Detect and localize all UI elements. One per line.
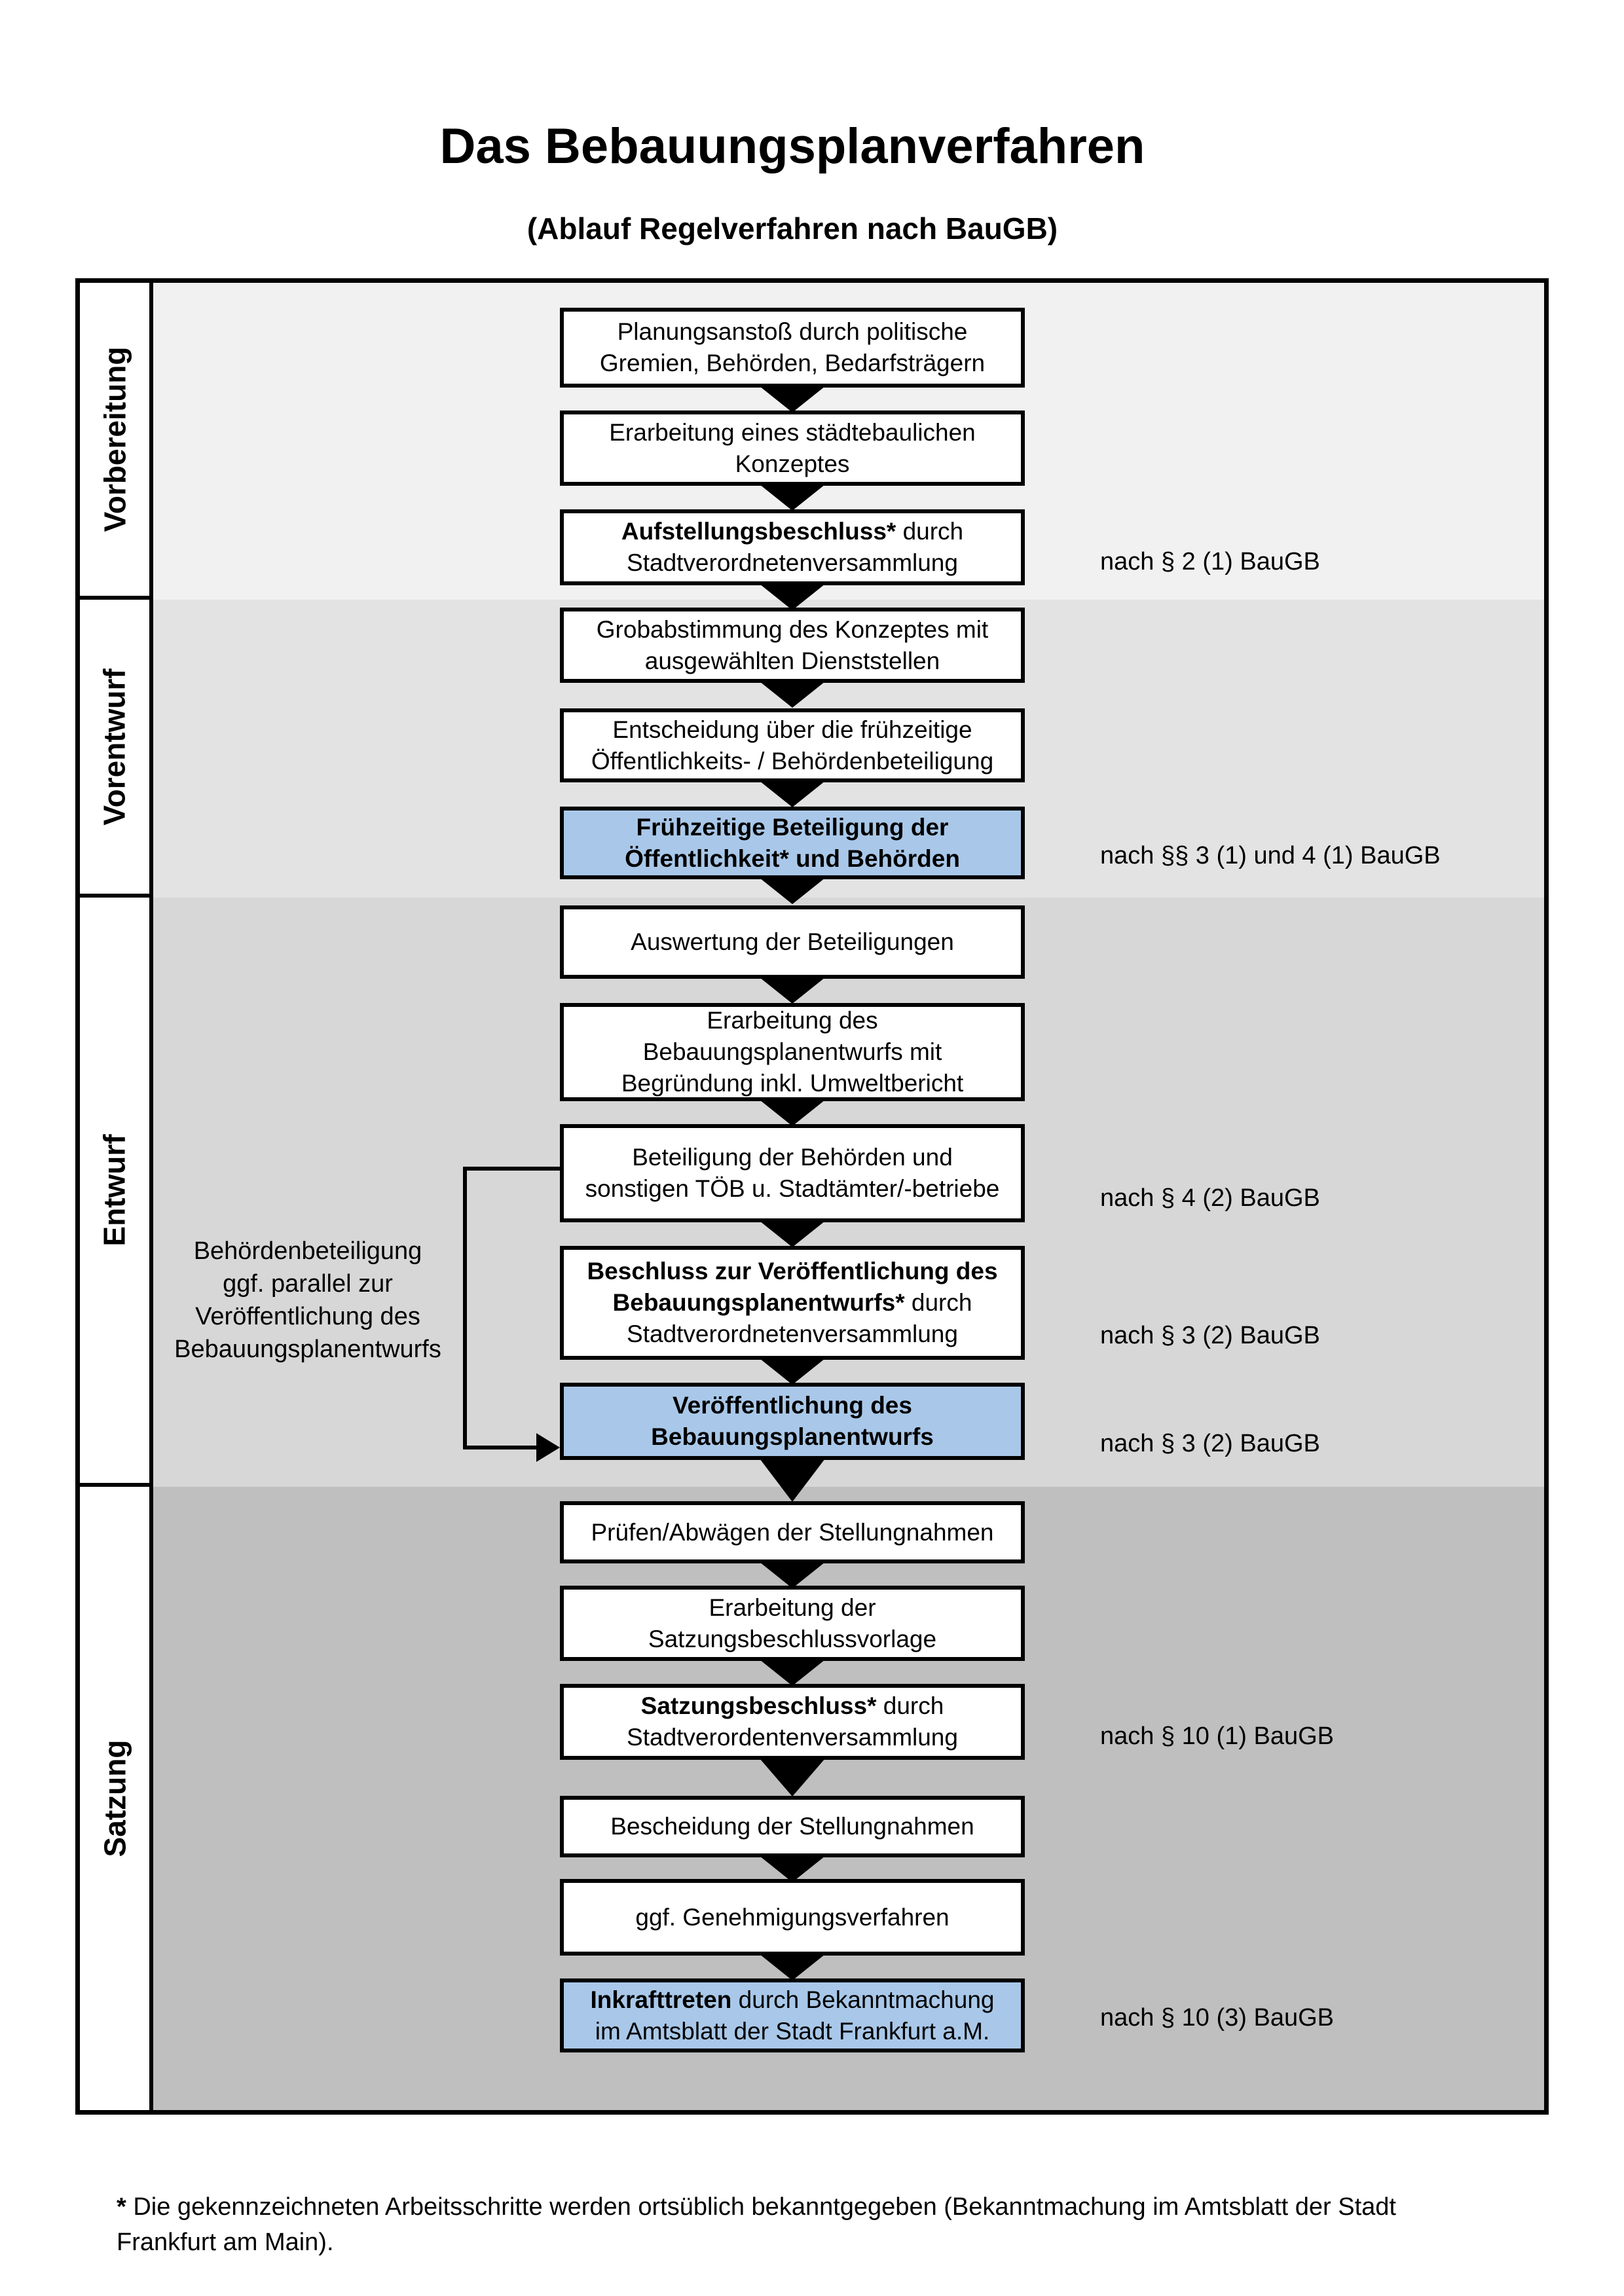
flow-box-genehmigungsverfahren: ggf. Genehmigungsverfahren [560, 1879, 1025, 1956]
arrow-down-icon [760, 1660, 825, 1686]
law-reference: nach § 10 (3) BauGB [1100, 2004, 1334, 2032]
flow-box-aufstellungsbeschluss: Aufstellungsbeschluss* durch Stadtverord… [560, 509, 1025, 585]
flow-box-entscheidung-beteiligung: Entscheidung über die frühzeitige Öffent… [560, 708, 1025, 782]
phase-label-satzung: Satzung [98, 1740, 132, 1857]
flow-box-text: Beteiligung der Behörden und sonstigen T… [585, 1144, 1000, 1202]
phase-label-entwurf: Entwurf [98, 1134, 132, 1247]
flow-box-bold-text: Frühzeitige Beteiligung der Öffentlichke… [625, 813, 960, 872]
arrow-down-icon [760, 1856, 825, 1882]
law-reference: nach §§ 3 (1) und 4 (1) BauGB [1100, 842, 1441, 869]
phase-label-cell-vorbereitung: Vorbereitung [80, 283, 153, 600]
arrow-down-icon [760, 878, 825, 904]
flow-box-veroeffentlichungs-beschluss: Beschluss zur Veröffentlichung des Bebau… [560, 1246, 1025, 1360]
flow-box-text: Prüfen/Abwägen der Stellungnahmen [591, 1518, 994, 1546]
connector-line [463, 1167, 467, 1449]
flow-box-text: Erarbeitung des Bebauungsplanentwurfs mi… [621, 1007, 964, 1097]
flow-box-bold-text: Veröffentlichung des Bebauungsplanentwur… [651, 1392, 934, 1450]
flow-box-bold-text: Aufstellungsbeschluss* [621, 518, 896, 545]
arrow-down-icon [760, 1100, 825, 1126]
arrow-down-icon [760, 1459, 825, 1502]
arrow-down-icon [760, 977, 825, 1004]
arrow-down-icon [760, 781, 825, 807]
arrow-down-icon [760, 1358, 825, 1385]
flow-box-entwurf-erarbeitung: Erarbeitung des Bebauungsplanentwurfs mi… [560, 1003, 1025, 1101]
arrow-down-icon [760, 1954, 825, 1980]
arrow-down-icon [760, 682, 825, 708]
flow-box-fruehzeitige-beteiligung: Frühzeitige Beteiligung der Öffentlichke… [560, 807, 1025, 879]
phase-label-vorbereitung: Vorbereitung [98, 346, 132, 532]
footnote-marker: * [117, 2193, 126, 2221]
phase-label-cell-satzung: Satzung [80, 1487, 153, 2110]
arrow-down-icon [760, 484, 825, 511]
flow-box-bold-text: Satzungsbeschluss* [640, 1692, 877, 1719]
flow-box-text: Grobabstimmung des Konzeptes mit ausgewä… [596, 615, 989, 674]
flow-box-auswertung: Auswertung der Beteiligungen [560, 905, 1025, 979]
page-subtitle: (Ablauf Regelverfahren nach BauGB) [526, 211, 1058, 246]
footnote: * Die gekennzeichneten Arbeitsschritte w… [117, 2154, 1557, 2260]
page-title: Das Bebauungsplanverfahren [439, 118, 1145, 174]
phase-label-cell-entwurf: Entwurf [80, 898, 153, 1487]
flow-box-bold-text: Beschluss zur Veröffentlichung des Bebau… [587, 1258, 998, 1316]
arrow-down-icon [760, 1758, 825, 1796]
flow-box-text: Erarbeitung der Satzungsbeschlussvorlage [648, 1594, 937, 1652]
flow-box-satzungsvorlage: Erarbeitung der Satzungsbeschlussvorlage [560, 1586, 1025, 1661]
connector-line [463, 1167, 560, 1171]
flow-box-grobabstimmung: Grobabstimmung des Konzeptes mit ausgewä… [560, 608, 1025, 683]
flow-box-text: durch Stadtverordentenversammlung [627, 1692, 958, 1751]
law-reference: nach § 2 (1) BauGB [1100, 548, 1320, 575]
phase-label-vorentwurf: Vorentwurf [98, 668, 132, 826]
flow-box-text: durch Stadtverordnetenversammlung [627, 518, 964, 576]
flow-box-text: Planungsanstoß durch politische Gremien,… [599, 318, 986, 376]
side-note-parallel-beteiligung: Behördenbeteiligung ggf. parallel zur Ve… [174, 1237, 441, 1363]
footnote-text: Die gekennzeichneten Arbeitsschritte wer… [117, 2193, 1396, 2256]
flow-box-inkrafttreten: Inkrafttreten durch Bekanntmachung im Am… [560, 1978, 1025, 2052]
flow-box-text: Auswertung der Beteiligungen [631, 928, 954, 955]
flow-box-planungsanstoss: Planungsanstoß durch politische Gremien,… [560, 308, 1025, 388]
law-reference: nach § 10 (1) BauGB [1100, 1722, 1334, 1750]
flow-box-behoerden-beteiligung: Beteiligung der Behörden und sonstigen T… [560, 1124, 1025, 1222]
law-reference: nach § 3 (2) BauGB [1100, 1430, 1320, 1457]
flow-box-satzungsbeschluss: Satzungsbeschluss* durch Stadtverordente… [560, 1684, 1025, 1760]
arrow-down-icon [760, 386, 825, 412]
connector-line [463, 1446, 536, 1449]
flow-box-konzept-erarbeitung: Erarbeitung eines städtebaulichen Konzep… [560, 410, 1025, 486]
flow-box-bold-text: Inkrafttreten [590, 1986, 732, 2013]
flow-box-text: Entscheidung über die frühzeitige Öffent… [591, 716, 994, 774]
phase-label-cell-vorentwurf: Vorentwurf [80, 600, 153, 898]
arrow-down-icon [760, 1562, 825, 1588]
flow-box-veroeffentlichung: Veröffentlichung des Bebauungsplanentwur… [560, 1383, 1025, 1460]
flow-box-text: ggf. Genehmigungsverfahren [635, 1903, 950, 1931]
law-reference: nach § 4 (2) BauGB [1100, 1184, 1320, 1212]
flow-box-text: durch Bekanntmachung im Amtsblatt der St… [595, 1986, 995, 2045]
flow-box-pruefen-abwaegen: Prüfen/Abwägen der Stellungnahmen [560, 1501, 1025, 1563]
flow-box-text: Erarbeitung eines städtebaulichen Konzep… [609, 418, 976, 477]
flow-box-bescheidung: Bescheidung der Stellungnahmen [560, 1796, 1025, 1857]
arrow-down-icon [760, 1221, 825, 1247]
law-reference: nach § 3 (2) BauGB [1100, 1322, 1320, 1349]
flow-box-text: Bescheidung der Stellungnahmen [610, 1813, 974, 1840]
arrow-down-icon [760, 584, 825, 610]
arrow-right-icon [536, 1433, 560, 1462]
flow-box-text: durch Stadtverordnetenversammlung [627, 1289, 972, 1347]
